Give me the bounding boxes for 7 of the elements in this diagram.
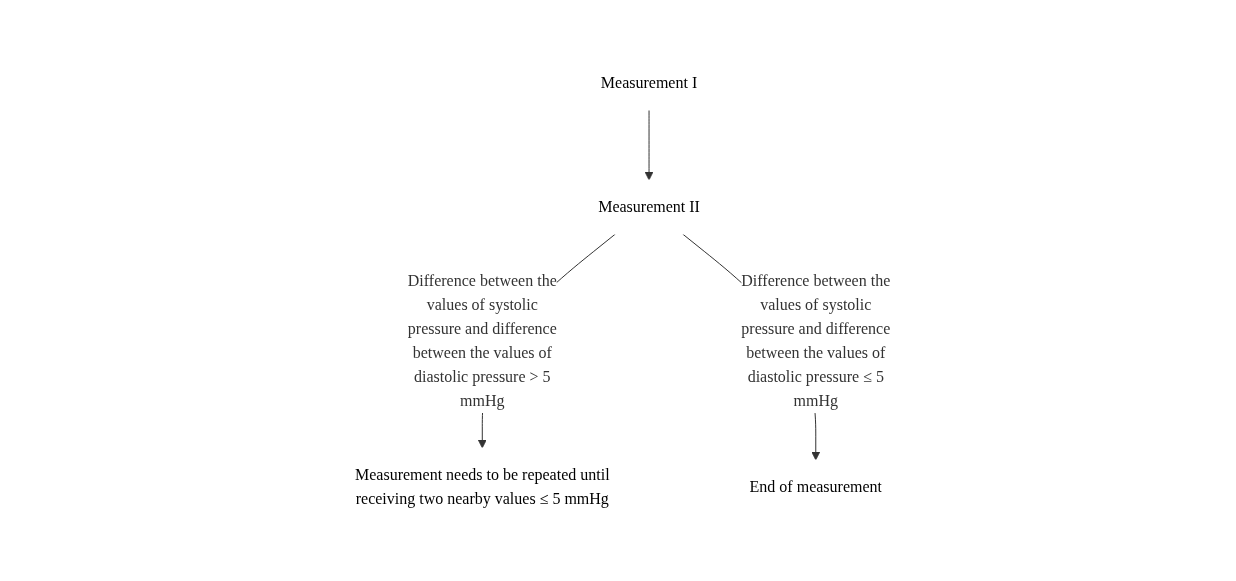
node-text: Measurement I	[600, 73, 697, 91]
edge-label: Difference between the values of systolic pressure and difference between the values of diastolic pressure > 5 mmHg	[407, 271, 557, 409]
node-text: Measurement needs to be repeated until receiving two nearby values ≤ 5 mmHg	[354, 465, 610, 507]
edge-label: Difference between the values of systolic pressure and difference between the values of diastolic pressure ≤ 5 mmHg	[740, 271, 890, 409]
node-text: Measurement II	[597, 197, 700, 215]
arrow	[644, 109, 653, 180]
node-text: End of measurement	[749, 477, 882, 495]
